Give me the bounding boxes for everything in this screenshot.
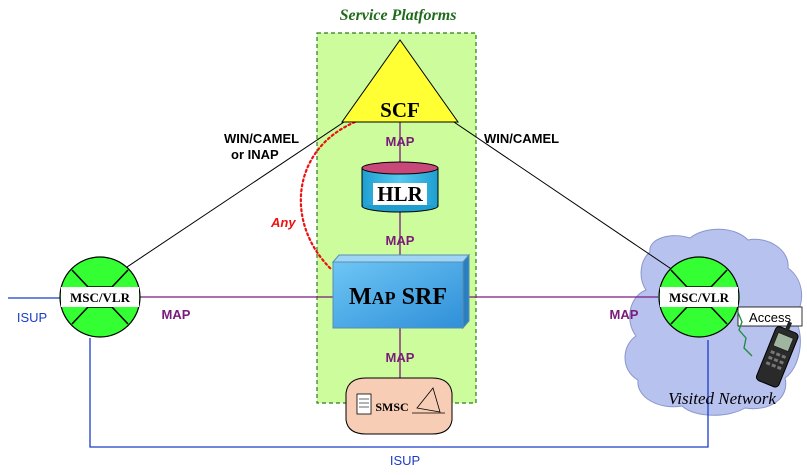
any-label: Any [270,215,296,230]
srf-label-prefix: M [349,284,372,310]
scf-label: SCF [380,98,420,122]
smsc-label: SMSC [375,400,408,414]
access-box [737,306,803,327]
win-camel-right-label: WIN/CAMEL [484,131,559,146]
hlr-label: HLR [377,182,423,206]
isup-left-label: ISUP [17,310,47,325]
map-scf-hlr-label: MAP [386,134,415,149]
srf-box [331,253,471,330]
srf-label-small: AP [372,288,396,308]
smsc-envelope-icon [416,387,441,413]
srf-label: MAP SRF [349,284,447,310]
isup-bottom-label: ISUP [390,453,420,468]
msc-left-label: MSC/VLR [70,290,131,305]
access-label: Access [749,310,791,325]
radio-link-icon [736,309,753,357]
mobile-phone-icon [755,321,799,388]
isup-bottom-line [89,338,709,448]
link-scf-msc-right [447,117,696,286]
win-camel-left-line2: or INAP [231,147,279,162]
srf-label-suffix: SRF [396,284,447,310]
msc-vlr-right-node [658,256,740,338]
map-left-label: MAP [162,307,191,322]
msc-right-label: MSC/VLR [669,290,730,305]
map-right-label: MAP [610,307,639,322]
hlr-cylinder [361,161,439,213]
map-srf-smsc-label: MAP [386,350,415,365]
msc-vlr-left-node [59,256,141,338]
scf-triangle [341,39,459,123]
any-dotted-arc [299,120,357,272]
map-hlr-srf-label: MAP [386,233,415,248]
smsc-terminal-icon [356,393,372,415]
win-camel-left-line1: WIN/CAMEL [224,131,299,146]
smsc-node [345,377,453,435]
link-scf-msc-left [99,117,351,286]
service-platforms-label: Service Platforms [340,7,457,24]
visited-network-label: Visited Network [668,389,776,408]
